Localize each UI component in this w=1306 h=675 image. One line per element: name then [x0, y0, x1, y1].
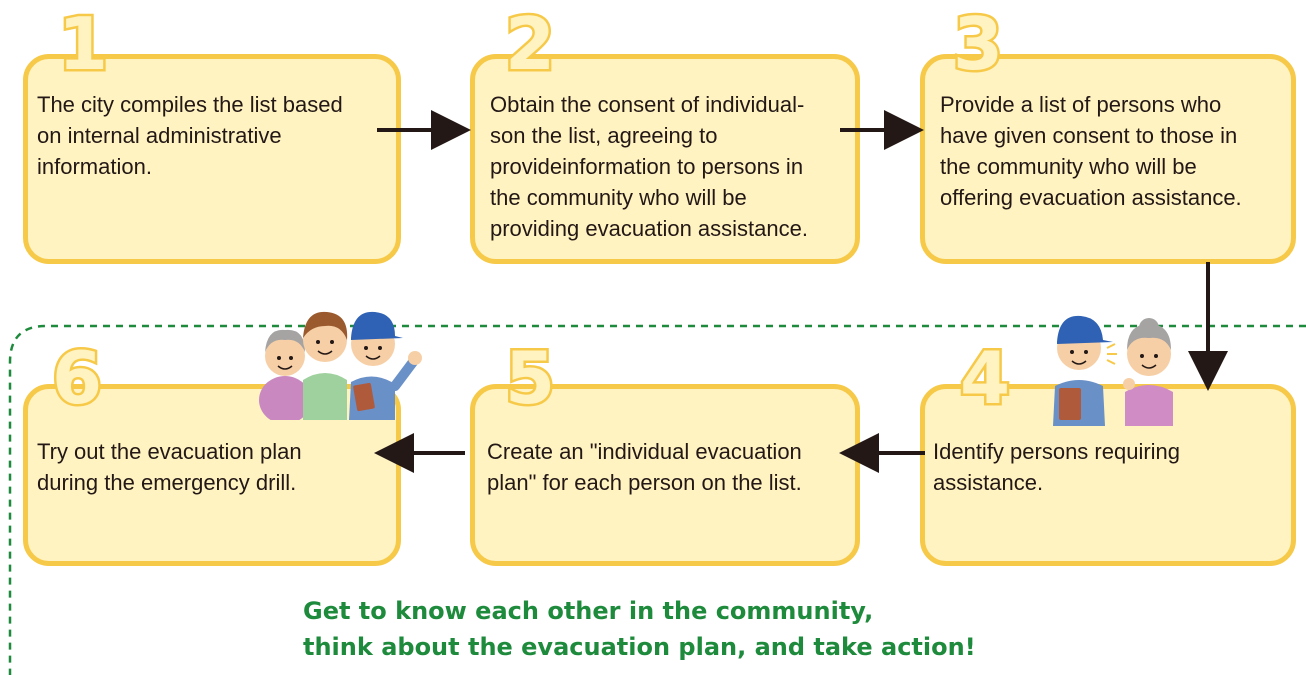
- step-6-text: Try out the evacuation plan during the e…: [37, 439, 302, 495]
- step-1-text: The city compiles the list based on inte…: [37, 92, 343, 179]
- step-3-text: Provide a list of persons who have given…: [940, 92, 1242, 210]
- step-5-box: [470, 384, 860, 566]
- step-1-number: 1: [55, 2, 110, 86]
- step-1-box: [23, 54, 401, 264]
- step-4-box: [920, 384, 1296, 566]
- step-3-box: [920, 54, 1296, 264]
- worker-and-elderly-woman-icon: [1053, 315, 1173, 426]
- step-4-number: 4: [957, 336, 1012, 420]
- step-2-number: 2: [502, 2, 557, 86]
- step-5-text: Create an "individual evacuation plan" f…: [487, 439, 802, 495]
- step-2-box: [470, 54, 860, 264]
- group-of-three-people-icon: [259, 311, 422, 420]
- step-5-number: 5: [502, 336, 557, 420]
- step-6-number: 6: [49, 336, 104, 420]
- step-3-number: 3: [950, 2, 1005, 86]
- step-2-text: Obtain the consent of individual- son th…: [490, 92, 808, 241]
- step-4-text: Identify persons requiring assistance.: [933, 439, 1181, 495]
- community-slogan: Get to know each other in the community,…: [303, 597, 976, 661]
